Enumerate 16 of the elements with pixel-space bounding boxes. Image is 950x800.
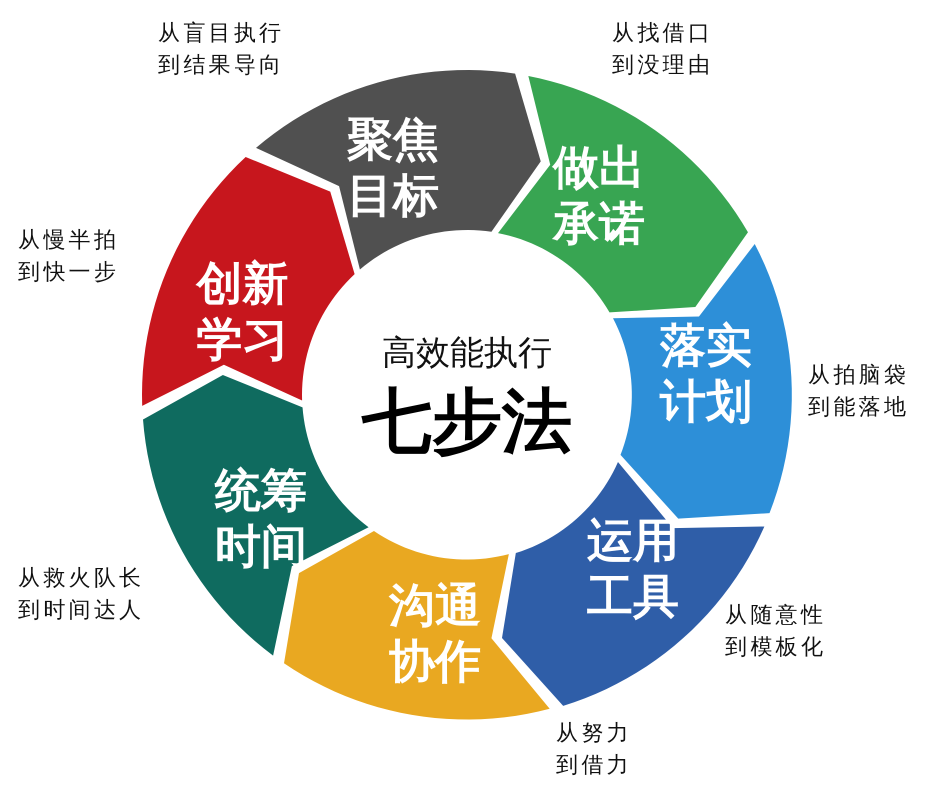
caption-text: 从找借口到没理由 bbox=[612, 20, 714, 80]
caption-text: 从努力到借力 bbox=[556, 720, 633, 780]
caption-text: 从救火队长到时间达人 bbox=[18, 565, 146, 625]
center-subtitle: 高效能执行 bbox=[382, 332, 552, 375]
step-label: 沟通协作 bbox=[388, 576, 482, 689]
step-label: 聚焦目标 bbox=[346, 110, 440, 223]
step-label: 创新学习 bbox=[195, 254, 290, 367]
step-label: 做出承诺 bbox=[552, 138, 646, 251]
caption-text: 从慢半拍到快一步 bbox=[18, 227, 120, 287]
caption-text: 从盲目执行到结果导向 bbox=[158, 20, 286, 80]
caption-text: 从拍脑袋到能落地 bbox=[808, 362, 910, 422]
step-label: 落实计划 bbox=[658, 317, 754, 430]
step-label: 统筹时间 bbox=[214, 462, 308, 574]
caption-text: 从随意性到模板化 bbox=[725, 602, 828, 662]
center-title: 七步法 bbox=[362, 379, 572, 464]
step-label: 运用工具 bbox=[586, 512, 680, 625]
